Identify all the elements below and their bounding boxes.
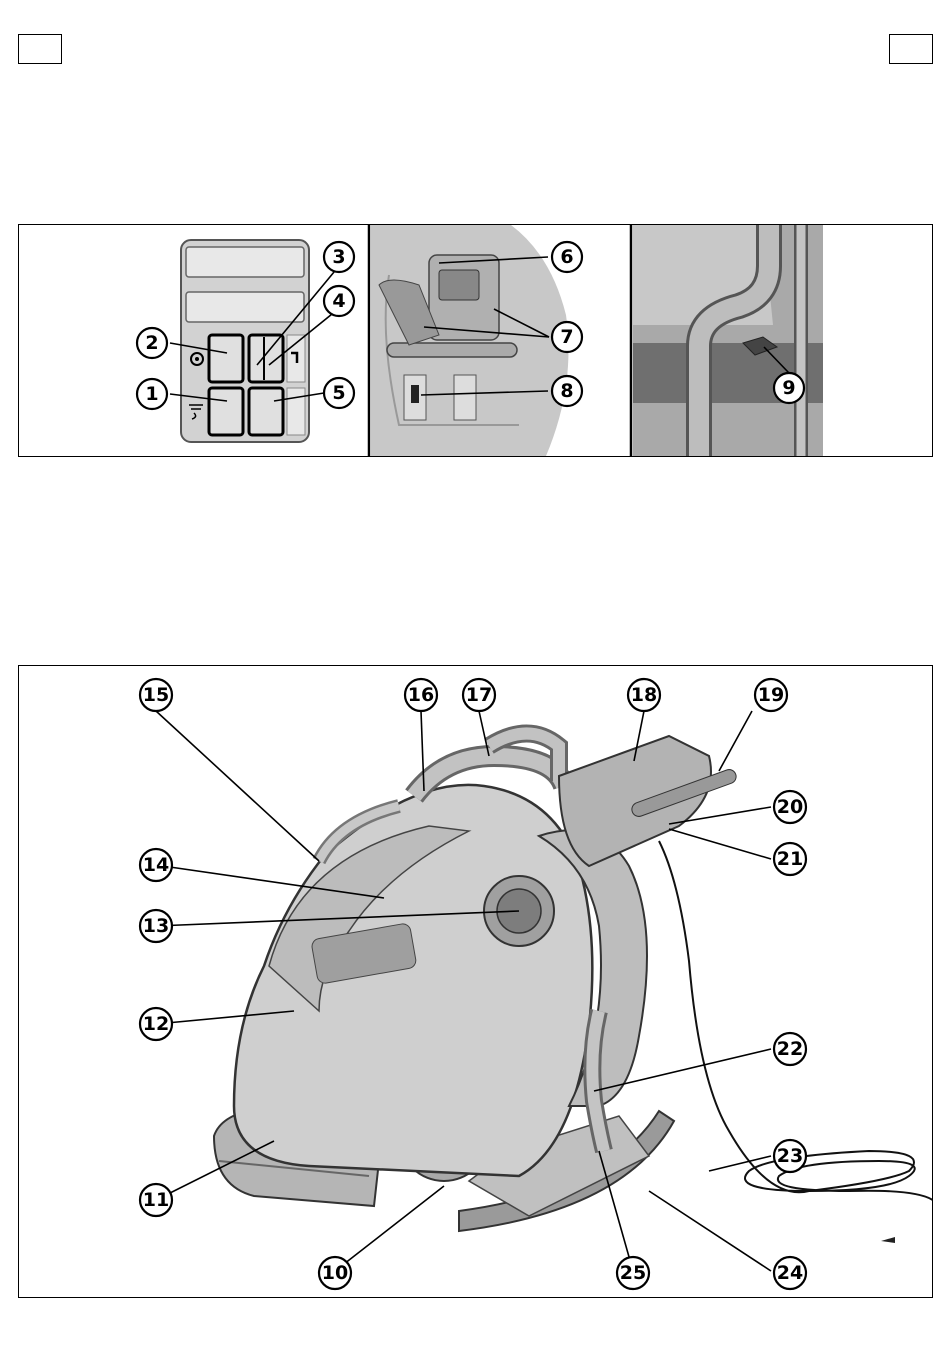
callout-10: 10 (319, 1257, 351, 1289)
svg-text:12: 12 (143, 1013, 169, 1035)
svg-text:14: 14 (143, 854, 169, 876)
svg-text:16: 16 (408, 684, 434, 706)
svg-text:15: 15 (143, 684, 169, 706)
svg-text:21: 21 (777, 848, 803, 870)
svg-text:1: 1 (145, 383, 158, 405)
callout-24: 24 (774, 1257, 806, 1289)
machine-drawing: 10 11 12 13 14 15 16 17 18 19 20 21 22 2… (19, 666, 932, 1297)
top-right-box (889, 34, 933, 64)
lever-illustration (633, 225, 823, 456)
callout-16: 16 (405, 679, 437, 711)
svg-text:20: 20 (777, 796, 803, 818)
figure-controls-drawing: 1 2 3 4 5 6 7 8 9 (19, 225, 932, 456)
control-panel-illustration (181, 240, 309, 442)
callout-4: 4 (324, 286, 354, 316)
svg-text:17: 17 (466, 684, 492, 706)
callout-20: 20 (774, 791, 806, 823)
callout-21: 21 (774, 843, 806, 875)
callout-12: 12 (140, 1008, 172, 1040)
callout-22: 22 (774, 1033, 806, 1065)
callout-2: 2 (137, 328, 167, 358)
callout-13: 13 (140, 910, 172, 942)
svg-text:18: 18 (631, 684, 657, 706)
callout-6: 6 (552, 242, 582, 272)
svg-text:9: 9 (782, 377, 795, 399)
svg-text:19: 19 (758, 684, 784, 706)
svg-text:3: 3 (332, 246, 345, 268)
svg-text:13: 13 (143, 915, 169, 937)
callout-15: 15 (140, 679, 172, 711)
callout-9: 9 (774, 373, 804, 403)
svg-text:5: 5 (332, 382, 345, 404)
svg-text:11: 11 (143, 1189, 169, 1211)
callout-3: 3 (324, 242, 354, 272)
callout-17: 17 (463, 679, 495, 711)
svg-text:22: 22 (777, 1038, 803, 1060)
callout-14: 14 (140, 849, 172, 881)
callout-18: 18 (628, 679, 660, 711)
callout-25: 25 (617, 1257, 649, 1289)
callout-19: 19 (755, 679, 787, 711)
callout-1: 1 (137, 379, 167, 409)
scrubber-machine-illustration (214, 734, 932, 1244)
top-left-box (18, 34, 62, 64)
handle-illustration (371, 225, 569, 456)
callout-23: 23 (774, 1140, 806, 1172)
callout-7: 7 (552, 322, 582, 352)
svg-text:8: 8 (560, 380, 573, 402)
callout-5: 5 (324, 378, 354, 408)
svg-text:4: 4 (332, 290, 345, 312)
figure-machine-overview: 10 11 12 13 14 15 16 17 18 19 20 21 22 2… (18, 665, 933, 1298)
figure-controls: 1 2 3 4 5 6 7 8 9 (18, 224, 933, 457)
svg-text:10: 10 (322, 1262, 348, 1284)
svg-text:24: 24 (777, 1262, 803, 1284)
svg-text:25: 25 (620, 1262, 646, 1284)
svg-text:7: 7 (560, 326, 573, 348)
callout-11: 11 (140, 1184, 172, 1216)
svg-text:6: 6 (560, 246, 573, 268)
callout-8: 8 (552, 376, 582, 406)
svg-text:2: 2 (145, 332, 158, 354)
svg-text:23: 23 (777, 1145, 803, 1167)
